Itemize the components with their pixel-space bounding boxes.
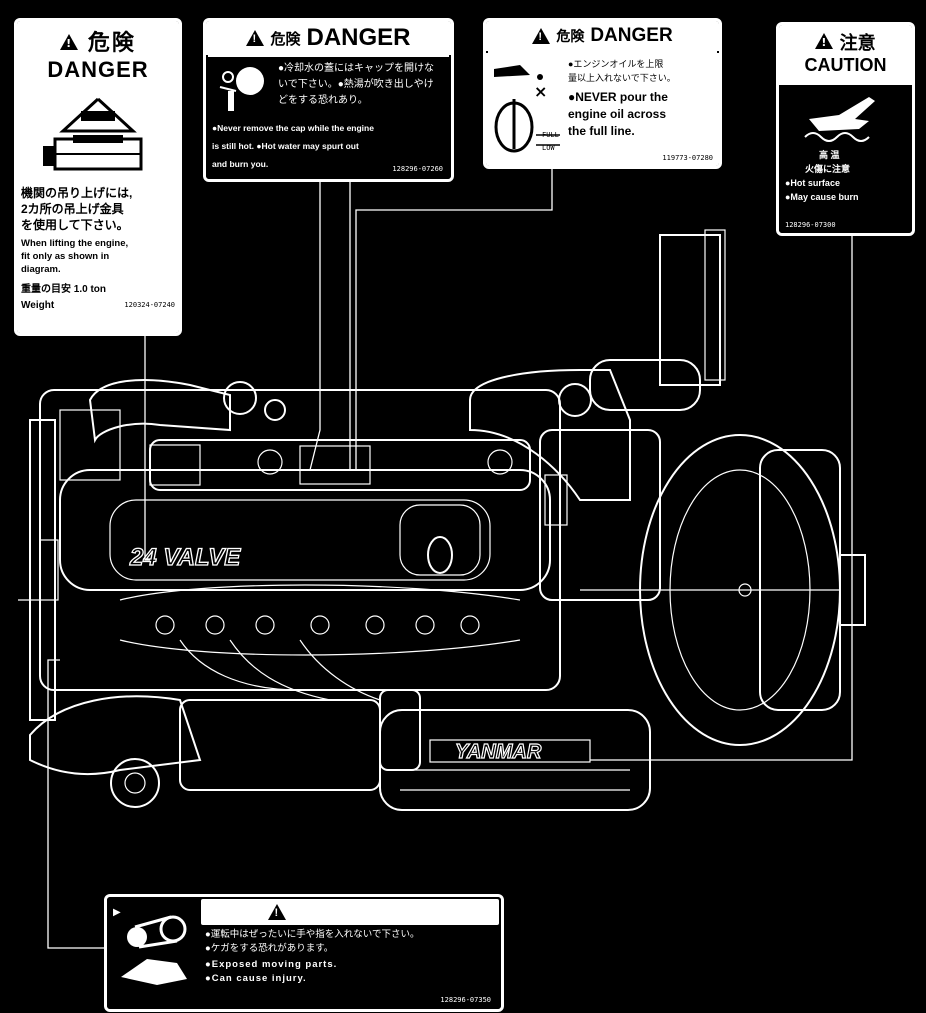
caution-title-jp: 注意 (839, 33, 876, 54)
oil-full-mark: FULL (542, 131, 559, 139)
warn-en-line1: ●Exposed moving parts. (205, 959, 338, 970)
warning-triangle-icon (815, 33, 834, 49)
caution-jp-line2: 火傷に注意 (805, 164, 851, 174)
moving-parts-warning-label: ▶ 警 告 WARNING ●運転中はぜったいに手や指を入れないで下さい。 ●ケ… (104, 894, 504, 1012)
hot-cap-icon (219, 67, 264, 111)
radiator-cap-danger-label: 危険 DANGER ●冷却水の蓋にはキャップを開けないで下さい。●熱湯が吹き出し… (203, 18, 454, 182)
warn-code: 128296-07350 (440, 996, 491, 1004)
svg-text:▶: ▶ (113, 907, 121, 918)
lifting-jp-line3: を使用して下さい。 (21, 218, 129, 232)
valve-text: 24 VALVE (129, 544, 241, 571)
cap-title-jp: 危険 (270, 30, 301, 48)
cap-en-line1: ●Never remove the cap while the engine (212, 123, 374, 133)
oil-en-line3: the full line. (568, 124, 635, 138)
svg-text:×: × (534, 82, 547, 101)
warning-triangle-icon (532, 28, 551, 44)
warning-triangle-icon (246, 30, 265, 46)
oil-title-en: DANGER (590, 25, 673, 46)
oil-jp-line2: 量以上入れないで下さい。 (568, 73, 676, 83)
caution-en-line2: ●May cause burn (785, 192, 859, 202)
lifting-title-en: DANGER (47, 57, 149, 82)
oil-low-mark: LOW (542, 144, 555, 152)
lifting-weight-en: Weight (21, 300, 55, 311)
engine-lift-icon (43, 97, 143, 171)
hot-surface-hand-icon (804, 97, 875, 142)
cap-en-line3: and burn you. (212, 159, 269, 169)
warn-jp-line2: ●ケガをする恐れがあります。 (205, 943, 334, 954)
oil-code: 119773-07280 (662, 154, 713, 162)
warn-title-jp: 警 告 (292, 906, 329, 923)
oil-title-jp: 危険 (556, 28, 585, 44)
cap-jp-text: ●冷却水の蓋にはキャップを開けないで下さい。●熱湯が吹き出しやけどをする恐れあり… (278, 63, 435, 106)
lifting-en-line2: fit only as shown in (21, 251, 110, 262)
lifting-danger-label: 危険 DANGER 機関の吊り上げには, 2カ所の吊上げ金具 を使用して下さい。… (14, 18, 182, 336)
lifting-weight-jp: 重量の目安 1.0 ton (21, 284, 107, 295)
cap-title-en: DANGER (306, 24, 411, 51)
warn-jp-line1: ●運転中はぜったいに手や指を入れないで下さい。 (205, 929, 420, 940)
lifting-en-line3: diagram. (21, 264, 61, 275)
warning-triangle-icon (60, 34, 79, 50)
oil-en-line2: engine oil across (568, 107, 667, 121)
cap-en-line2: is still hot. ●Hot water may spurt out (212, 141, 359, 151)
oil-dipstick-icon: × (494, 65, 560, 153)
engine-line-art (18, 229, 866, 811)
caution-code: 128296-07300 (785, 221, 836, 229)
lifting-jp-line2: 2カ所の吊上げ金具 (21, 202, 124, 216)
oil-en-line1: ●NEVER pour the (568, 90, 668, 104)
caution-en-line1: ●Hot surface (785, 178, 840, 188)
warn-en-line2: ●Can cause injury. (205, 973, 307, 984)
cap-code: 128296-07260 (392, 165, 443, 173)
caution-jp-line1: 高 温 (819, 150, 840, 160)
brand-text: YANMAR (455, 741, 542, 763)
warning-triangle-icon (268, 904, 287, 920)
leader-lines (47, 163, 853, 949)
lifting-title-jp: 危険 (87, 31, 136, 56)
oil-jp-line1: ●エンジンオイルを上限 (568, 59, 664, 69)
hot-surface-caution-label: 注意 CAUTION 高 温 火傷に注意 ●Hot surface ●May c… (776, 22, 915, 236)
lifting-jp-line1: 機関の吊り上げには, (21, 186, 133, 200)
lifting-en-line1: When lifting the engine, (21, 238, 129, 249)
caution-title-en: CAUTION (804, 55, 887, 75)
belt-hand-icon: ▶ (113, 907, 187, 985)
lifting-code: 120324-07240 (124, 301, 175, 309)
oil-danger-label: 危険 DANGER × FULL LOW ●エンジンオイルを上限 量以上入れない… (483, 18, 722, 169)
warn-title-en: WARNING (334, 900, 432, 923)
